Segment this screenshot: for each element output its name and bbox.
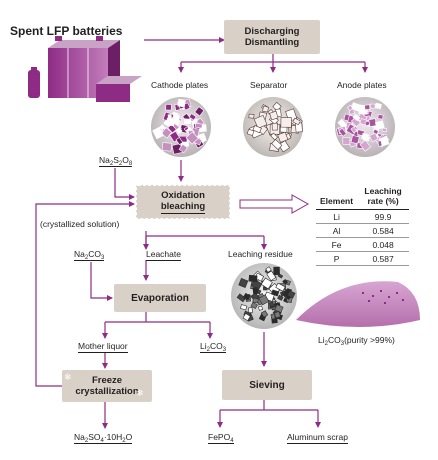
- flow-arrows: [35, 37, 368, 429]
- sieving-box: Sieving: [222, 370, 312, 400]
- aluminum-scrap-label: Aluminum scrap: [287, 432, 348, 444]
- freeze-label: Freeze: [91, 375, 123, 386]
- discharging-label: Discharging: [244, 26, 300, 37]
- oxidation-box: Oxidation bleaching: [136, 185, 230, 219]
- crystallized-label: (crystallized solution): [40, 219, 120, 229]
- oxidation-label: Oxidation: [161, 190, 205, 201]
- mother-liquor-label: Mother liquor: [78, 341, 128, 353]
- big-arrow-to-table: [239, 194, 310, 214]
- table-header-rate: Leaching rate (%): [357, 186, 410, 210]
- separator-label: Separator: [250, 80, 288, 90]
- discharging-box: Discharging Dismantling: [224, 20, 320, 54]
- dismantling-label: Dismantling: [244, 37, 300, 48]
- freeze-crystallization-box: Freeze crystallization: [62, 370, 152, 402]
- product-label: Li2CO3(purity >99%): [318, 335, 395, 347]
- li2co3-label: Li2CO3: [200, 341, 227, 353]
- snowflake-icon: ❄: [136, 388, 144, 398]
- leaching-residue-image: [231, 263, 297, 329]
- anode-plates-image: [335, 97, 395, 157]
- cathode-label: Cathode plates: [151, 80, 209, 90]
- bleaching-label: bleaching: [160, 201, 206, 214]
- fepo4-label: FePO4: [208, 432, 234, 444]
- table-header-element: Element: [316, 186, 358, 210]
- snowflake-icon: ❄: [64, 372, 72, 382]
- li2co3-product-pile: [296, 281, 420, 327]
- leachate-label: Leachate: [146, 249, 181, 261]
- na2s2o8-label: Na2S2O8: [99, 155, 133, 167]
- leaching-residue-label: Leaching residue: [228, 249, 293, 259]
- anode-label: Anode plates: [337, 80, 387, 90]
- na2so4-label: Na2SO4·10H2O: [74, 432, 133, 444]
- page-title: Spent LFP batteries: [10, 24, 123, 38]
- cathode-plates-image: [151, 97, 211, 157]
- separator-image: [243, 97, 303, 157]
- evaporation-box: Evaporation: [114, 284, 206, 312]
- crystallization-label: crystallization: [75, 386, 139, 397]
- na2co3-label: Na2CO3: [74, 249, 105, 261]
- battery-pack-icon: [28, 36, 142, 102]
